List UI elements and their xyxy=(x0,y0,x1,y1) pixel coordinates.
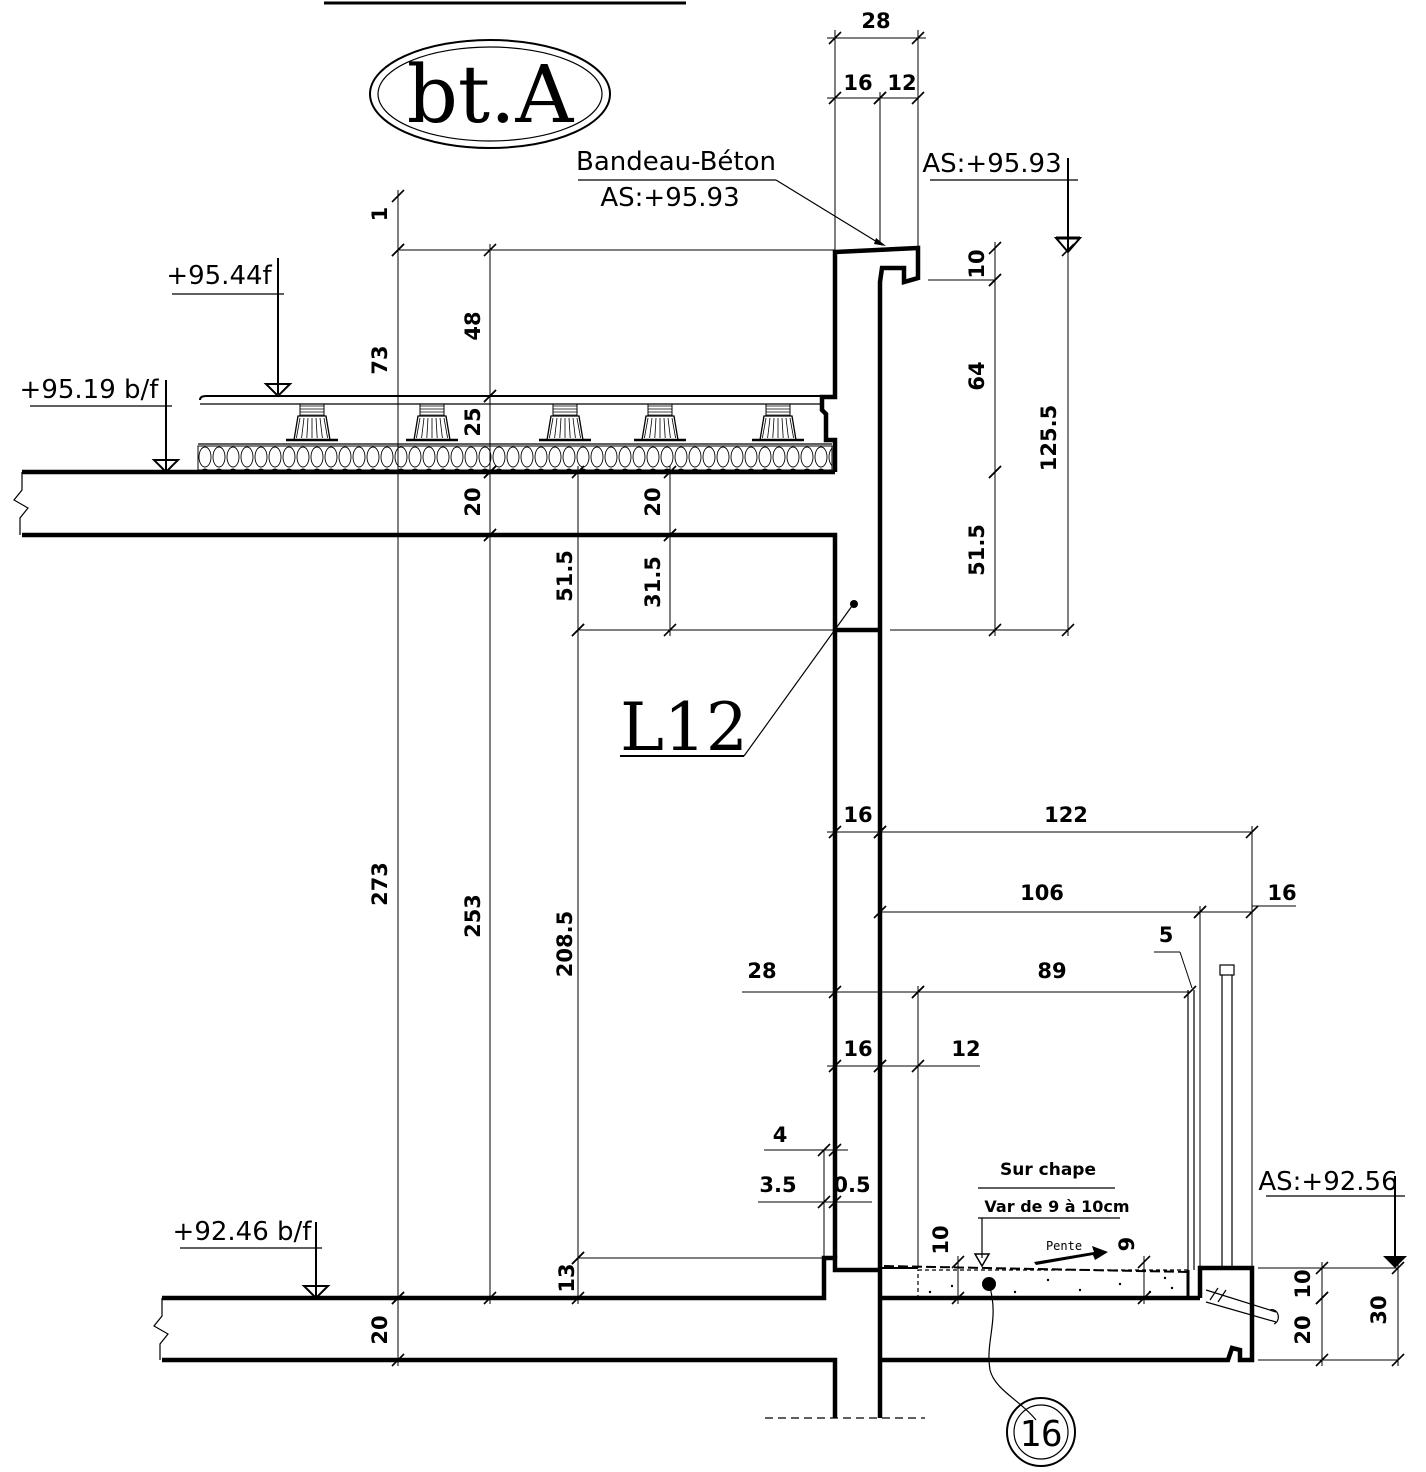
screed-callout: Sur chape Var de 9 à 10cm Pente xyxy=(973,1160,1130,1268)
floor-level: +92.46 b/f xyxy=(173,1217,313,1247)
dim-b0-5: 0.5 xyxy=(833,1173,870,1197)
detail-title-bubble: bt.A xyxy=(369,39,611,149)
dim-top-12: 12 xyxy=(887,71,916,95)
dim-e10: 10 xyxy=(1291,1269,1315,1298)
dim-b16-a: 16 xyxy=(843,803,872,827)
dim-1: 1 xyxy=(368,207,392,222)
dim-253: 253 xyxy=(461,894,485,938)
dim-e30: 30 xyxy=(1367,1295,1391,1324)
dim-b122: 122 xyxy=(1044,803,1088,827)
dim-b4: 4 xyxy=(773,1123,788,1147)
dim-b89: 89 xyxy=(1037,959,1066,983)
dim-b5: 5 xyxy=(1159,923,1174,947)
dim-25: 25 xyxy=(461,407,485,436)
roof-slab-level: +95.19 b/f xyxy=(20,375,160,405)
dim-s10: 10 xyxy=(929,1225,953,1254)
screed xyxy=(883,1265,1191,1299)
sill-level: AS:+92.56 xyxy=(1258,1167,1397,1197)
horizontal-dim-labels: 28 16 12 16 122 106 16 5 28 89 16 12 4 3… xyxy=(747,9,1296,1197)
bandeau-level: AS:+95.93 xyxy=(600,183,739,213)
dim-e20: 20 xyxy=(1291,1315,1315,1344)
pedestal xyxy=(406,403,458,442)
door-frame xyxy=(1187,964,1279,1325)
dim-top-16: 16 xyxy=(843,71,872,95)
bandeau-callout: Bandeau-Béton AS:+95.93 xyxy=(576,147,886,246)
dim-r10: 10 xyxy=(965,249,989,278)
slope-label: Pente xyxy=(1046,1239,1082,1253)
detail-label: L12 xyxy=(620,689,748,766)
pedestal xyxy=(752,403,804,442)
insulation-layer xyxy=(197,445,833,471)
pedestal xyxy=(634,403,686,442)
dim-b12: 12 xyxy=(951,1037,980,1061)
dim-20-mid: 20 xyxy=(641,487,665,516)
dim-b16-c: 16 xyxy=(843,1037,872,1061)
deck-pedestals xyxy=(286,403,804,442)
dim-20-bottom: 20 xyxy=(368,1315,392,1344)
dimension-lines xyxy=(391,30,1405,1367)
dim-48: 48 xyxy=(461,311,485,340)
dim-20-left: 20 xyxy=(461,487,485,516)
dim-273: 273 xyxy=(368,862,392,906)
dim-r64: 64 xyxy=(965,361,989,390)
dim-31-5: 31.5 xyxy=(641,556,665,608)
bandeau-name: Bandeau-Béton xyxy=(576,147,776,177)
top-level-right: AS:+95.93 xyxy=(922,149,1061,179)
dim-208-5: 208.5 xyxy=(553,911,577,977)
dim-b16-b: 16 xyxy=(1267,881,1296,905)
level-markers xyxy=(30,158,1407,1300)
vertical-dim-labels: 1 73 48 25 20 20 51.5 31.5 10 64 125.5 5… xyxy=(368,207,1391,1345)
roof-finish-level: +95.44f xyxy=(166,261,272,291)
dim-73: 73 xyxy=(368,345,392,374)
dim-13: 13 xyxy=(555,1263,579,1292)
pedestal xyxy=(539,403,591,442)
reference-number: 16 xyxy=(1019,1414,1062,1455)
dim-b3-5: 3.5 xyxy=(759,1173,796,1197)
dim-b28: 28 xyxy=(747,959,776,983)
pedestal xyxy=(286,403,338,442)
dim-b106: 106 xyxy=(1020,881,1064,905)
dim-top-28: 28 xyxy=(861,9,890,33)
screed-title: Sur chape xyxy=(1000,1160,1096,1180)
screed-detail: Var de 9 à 10cm xyxy=(984,1197,1129,1216)
reference-16-callout: 16 xyxy=(988,1283,1076,1467)
dim-r125-5: 125.5 xyxy=(1037,405,1061,471)
dim-r51-5: 51.5 xyxy=(965,524,989,576)
break-marks xyxy=(13,472,925,1419)
terrace-deck xyxy=(199,395,822,405)
dim-s9: 9 xyxy=(1115,1237,1139,1252)
detail-l12-callout: L12 xyxy=(620,600,858,766)
title-text: bt.A xyxy=(407,48,575,141)
dim-51-5-left: 51.5 xyxy=(553,550,577,602)
